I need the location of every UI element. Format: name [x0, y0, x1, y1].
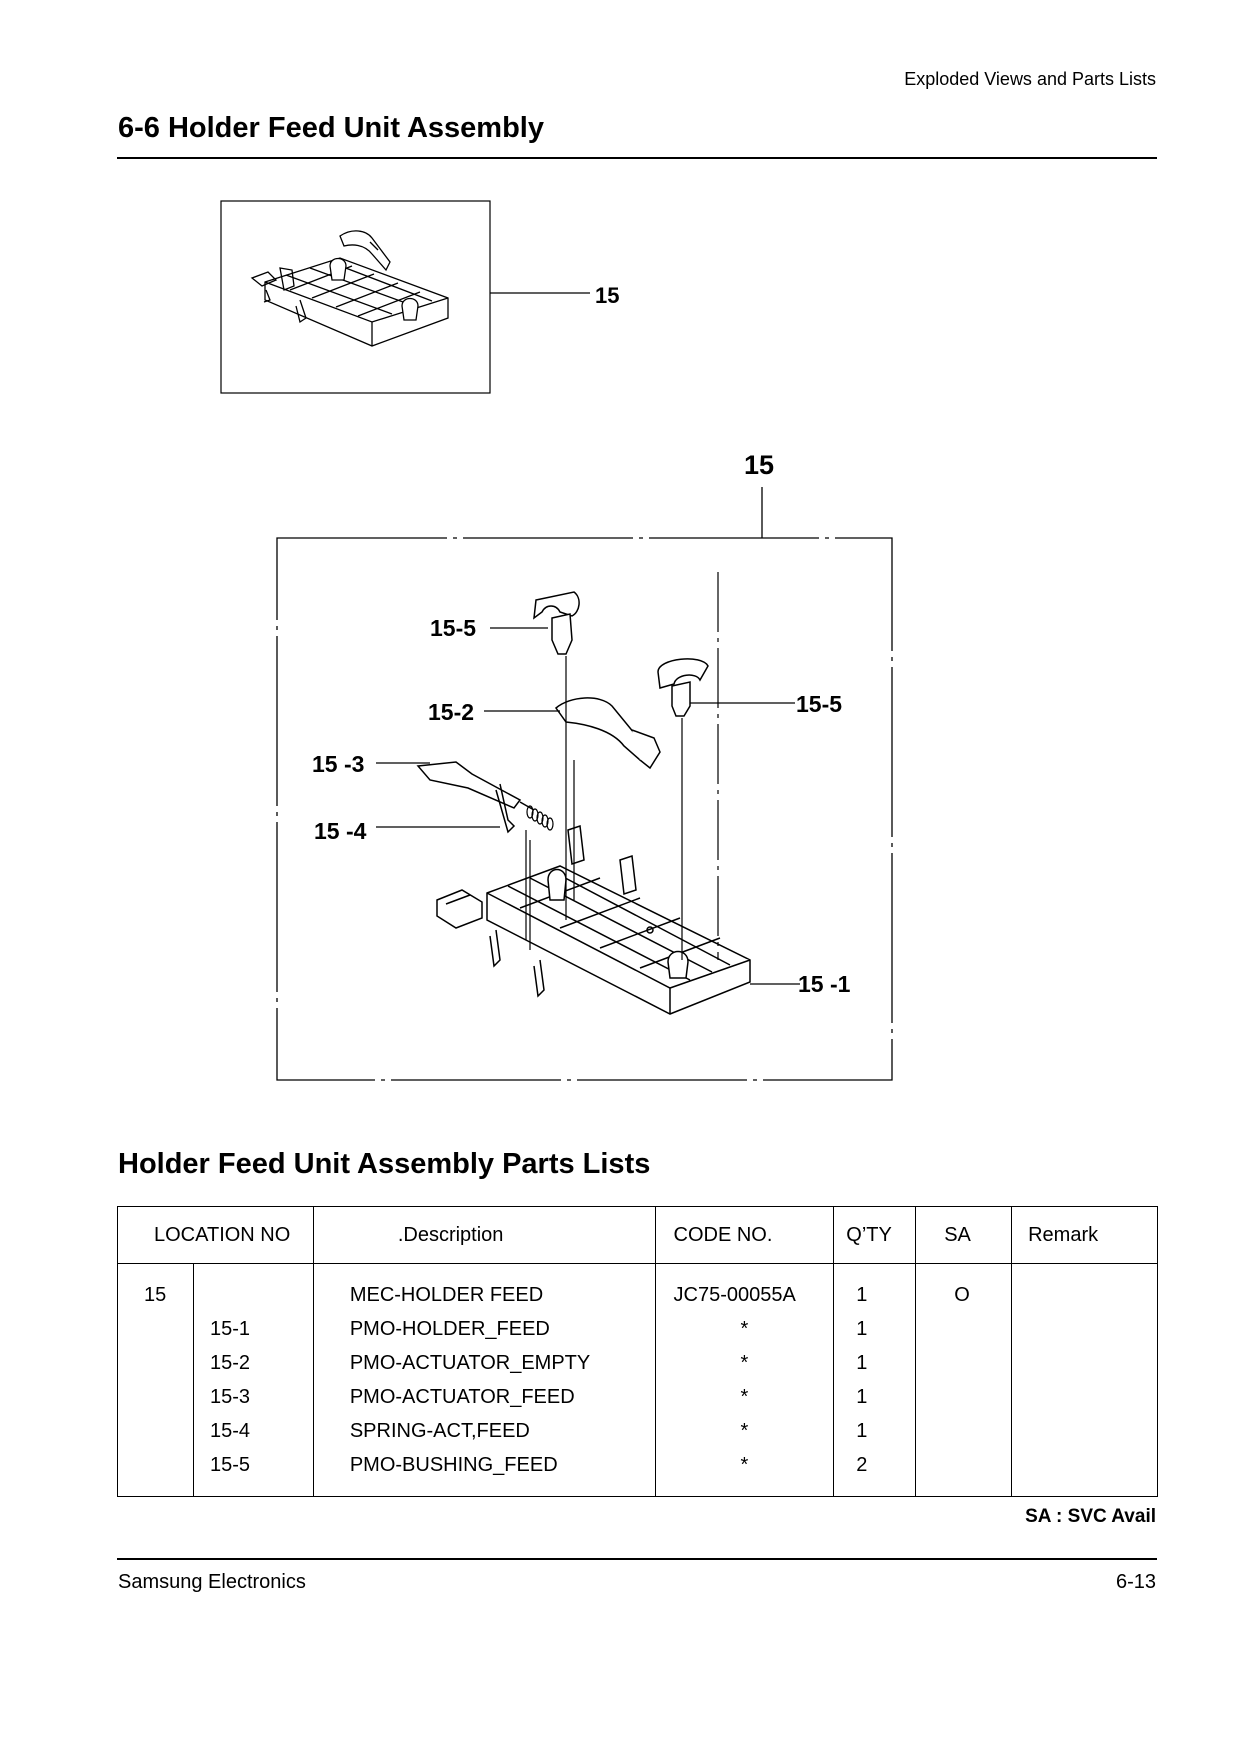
cell-qty: 1	[833, 1380, 917, 1414]
cell-code: *	[654, 1380, 835, 1414]
callout-15-1: 15 -1	[798, 971, 851, 997]
callout-15-2: 15-2	[428, 699, 474, 725]
cell-sub: 15-1	[192, 1312, 314, 1346]
table-row: 15-5 PMO-BUSHING_FEED * 2	[117, 1448, 1158, 1497]
footer-company: Samsung Electronics	[118, 1571, 306, 1593]
cell-remark	[1011, 1380, 1158, 1414]
section-title: 6-6 Holder Feed Unit Assembly	[118, 112, 544, 144]
header-qty: Q’TY	[833, 1206, 917, 1264]
title-rule	[117, 157, 1157, 159]
overview-thumbnail	[220, 200, 491, 394]
callout-15-3: 15 -3	[312, 751, 364, 777]
cell-description: PMO-ACTUATOR_FEED	[312, 1380, 656, 1414]
header-remark: Remark	[1011, 1206, 1158, 1264]
table-header-row: LOCATION NO .Description CODE NO. Q’TY S…	[117, 1206, 1158, 1264]
cell-sa	[915, 1346, 1013, 1380]
cell-sa	[915, 1312, 1013, 1346]
cell-remark	[1011, 1448, 1158, 1497]
sa-footnote: SA : SVC Avail	[1025, 1506, 1156, 1527]
cell-loc	[117, 1312, 194, 1346]
parts-table: LOCATION NO .Description CODE NO. Q’TY S…	[117, 1206, 1158, 1497]
cell-sub: 15-4	[192, 1414, 314, 1448]
exploded-parts	[416, 591, 751, 1015]
cell-qty: 1	[833, 1414, 917, 1448]
exploded-view-figure: 15 15	[220, 200, 893, 1081]
header-description: .Description	[312, 1206, 656, 1264]
cell-code: *	[654, 1312, 835, 1346]
cell-description: PMO-BUSHING_FEED	[312, 1448, 656, 1497]
cell-sa	[915, 1414, 1013, 1448]
header-location: LOCATION NO	[117, 1206, 314, 1264]
cell-sa	[915, 1448, 1013, 1497]
callout-15-4: 15 -4	[314, 818, 367, 844]
header-sa: SA	[915, 1206, 1013, 1264]
cell-remark	[1011, 1312, 1158, 1346]
cell-loc	[117, 1380, 194, 1414]
table-row: 15-4 SPRING-ACT,FEED * 1	[117, 1414, 1158, 1448]
cell-qty: 2	[833, 1448, 917, 1497]
cell-sa: O	[915, 1263, 1013, 1312]
cell-loc	[117, 1448, 194, 1497]
cell-code: *	[654, 1346, 835, 1380]
table-row: 15 MEC-HOLDER FEED JC75-00055A 1 O	[117, 1263, 1158, 1312]
parts-list-title: Holder Feed Unit Assembly Parts Lists	[118, 1148, 651, 1180]
running-header: Exploded Views and Parts Lists	[904, 69, 1156, 89]
cell-code: JC75-00055A	[654, 1263, 835, 1312]
cell-code: *	[654, 1414, 835, 1448]
table-row: 15-1 PMO-HOLDER_FEED * 1	[117, 1312, 1158, 1346]
cell-remark	[1011, 1414, 1158, 1448]
cell-loc: 15	[117, 1263, 194, 1312]
callout-15-5-upper: 15-5	[430, 615, 476, 641]
cell-remark	[1011, 1346, 1158, 1380]
cell-qty: 1	[833, 1263, 917, 1312]
header-code: CODE NO.	[654, 1206, 835, 1264]
cell-description: SPRING-ACT,FEED	[312, 1414, 656, 1448]
cell-code: *	[654, 1448, 835, 1497]
cell-loc	[117, 1414, 194, 1448]
callout-15-5-right: 15-5	[796, 691, 842, 717]
cell-qty: 1	[833, 1346, 917, 1380]
cell-description: PMO-ACTUATOR_EMPTY	[312, 1346, 656, 1380]
page-number: 6-13	[1115, 1571, 1156, 1593]
exploded-callout: 15	[744, 450, 774, 480]
cell-sub: 15-2	[192, 1346, 314, 1380]
cell-sub: 15-3	[192, 1380, 314, 1414]
cell-remark	[1011, 1263, 1158, 1312]
cell-sub: 15-5	[192, 1448, 314, 1497]
cell-qty: 1	[833, 1312, 917, 1346]
cell-description: PMO-HOLDER_FEED	[312, 1312, 656, 1346]
cell-sa	[915, 1380, 1013, 1414]
cell-description: MEC-HOLDER FEED	[312, 1263, 656, 1312]
table-row: 15-3 PMO-ACTUATOR_FEED * 1	[117, 1380, 1158, 1414]
cell-sub	[192, 1263, 314, 1312]
overview-callout: 15	[595, 283, 619, 308]
cell-loc	[117, 1346, 194, 1380]
footer-rule	[117, 1558, 1157, 1560]
table-row: 15-2 PMO-ACTUATOR_EMPTY * 1	[117, 1346, 1158, 1380]
